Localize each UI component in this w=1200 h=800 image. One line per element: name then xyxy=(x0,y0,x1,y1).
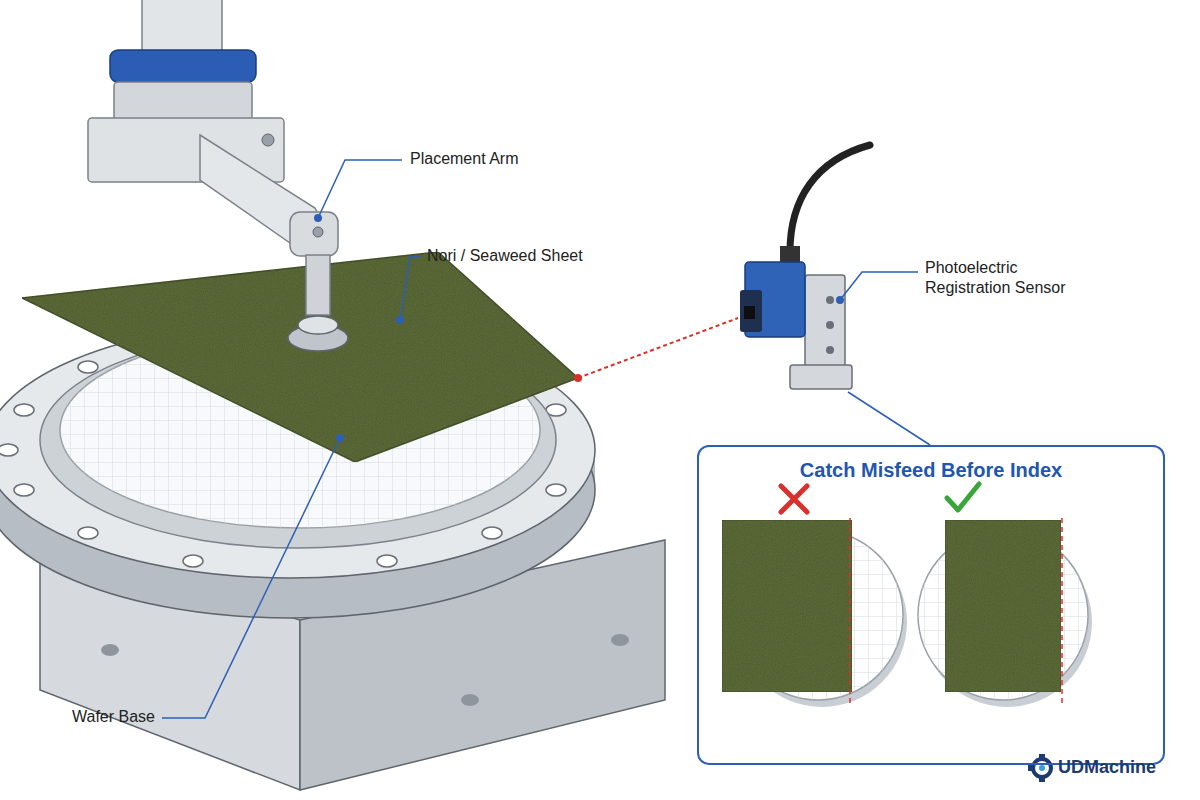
leader-dot xyxy=(314,214,322,222)
nori-sheet xyxy=(22,252,578,462)
correct-example xyxy=(947,484,979,510)
beam-line xyxy=(574,374,582,382)
part-label: Placement Arm xyxy=(410,149,518,169)
sensor xyxy=(790,145,870,252)
base-block xyxy=(611,634,629,646)
base-block xyxy=(461,694,479,706)
misfeed-example xyxy=(722,486,907,707)
leader-line xyxy=(318,160,402,218)
leader-dot xyxy=(336,434,344,442)
leader-dot xyxy=(314,214,844,442)
part-label: Nori / Seaweed Sheet xyxy=(427,246,583,266)
art-shape xyxy=(377,555,397,567)
sensor xyxy=(826,296,834,304)
leader-line xyxy=(840,272,918,300)
misfeed-example xyxy=(781,486,807,512)
logo-icon xyxy=(1039,777,1045,782)
beam-line xyxy=(578,318,738,378)
placement-arm xyxy=(88,0,348,351)
correct-example xyxy=(945,520,1061,692)
art-shape xyxy=(78,527,98,539)
leader-line xyxy=(162,438,340,718)
sensor xyxy=(740,145,870,389)
logo-icon xyxy=(1028,765,1033,771)
placement-arm xyxy=(298,316,338,334)
logo-icon xyxy=(1039,754,1045,759)
art-shape xyxy=(183,555,203,567)
art-shape xyxy=(78,361,98,373)
art-shape xyxy=(14,484,34,496)
placement-arm xyxy=(306,255,330,315)
misfeed-example xyxy=(849,518,851,706)
leader-dot xyxy=(396,316,404,324)
sensor xyxy=(826,346,834,354)
sensor xyxy=(740,290,762,332)
logo-icon xyxy=(1033,759,1051,777)
correct-example xyxy=(918,484,1092,707)
panel-box: Catch Misfeed Before Index xyxy=(697,445,1165,765)
logo-icon xyxy=(1028,754,1051,782)
beam-line xyxy=(574,318,738,382)
panel-background xyxy=(697,445,1165,765)
nori-sheet xyxy=(22,252,578,462)
art-shape xyxy=(14,404,34,416)
sensor xyxy=(744,306,755,319)
part-label: Wafer Base xyxy=(72,707,155,727)
art-shape xyxy=(482,527,502,539)
placement-arm xyxy=(313,227,323,237)
sensor xyxy=(805,275,845,370)
art-shape xyxy=(0,444,18,456)
base-block xyxy=(101,644,119,656)
correct-example xyxy=(1061,518,1063,706)
logo-icon xyxy=(1039,765,1045,771)
sensor xyxy=(826,321,834,329)
leader-line xyxy=(162,160,930,718)
panel-background xyxy=(697,445,1165,765)
placement-arm xyxy=(110,50,256,82)
placement-arm xyxy=(114,82,252,122)
placement-arm xyxy=(142,0,222,57)
leader-line xyxy=(848,392,930,445)
placement-arm xyxy=(262,134,274,146)
leader-line xyxy=(400,257,420,320)
sensor xyxy=(790,365,852,389)
placement-arm xyxy=(290,212,338,256)
panel-heading: Catch Misfeed Before Index xyxy=(699,447,1163,482)
brand-name: UDMachine xyxy=(1058,756,1156,779)
art-shape xyxy=(546,484,566,496)
part-label: Photoelectric Registration Sensor xyxy=(925,258,1095,298)
misfeed-example xyxy=(722,520,852,692)
leader-dot xyxy=(836,296,844,304)
